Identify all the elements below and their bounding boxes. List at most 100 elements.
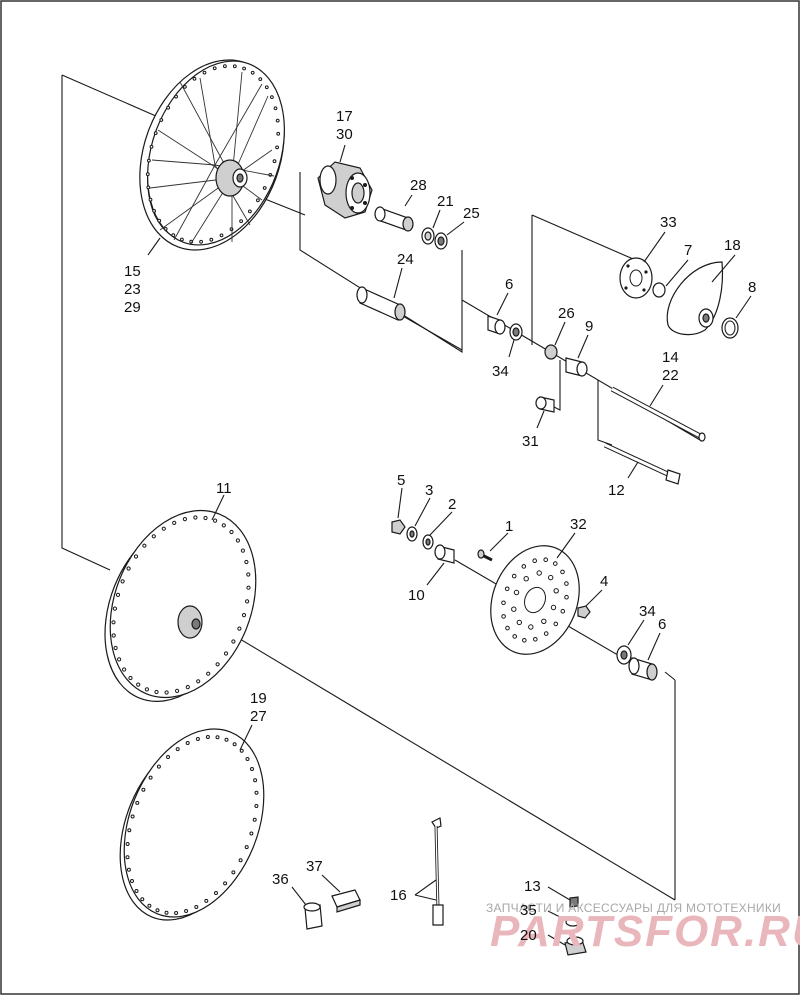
- rim-hole: [246, 585, 251, 590]
- rim-hole: [231, 870, 236, 875]
- rim-hole: [239, 748, 244, 753]
- rim-hole: [144, 687, 149, 692]
- rim-hole: [174, 94, 179, 99]
- label-12: 12: [608, 482, 625, 499]
- label-24: 24: [397, 251, 414, 268]
- cast-wheel: [104, 509, 257, 702]
- rim-hole: [214, 891, 218, 895]
- rim-hole: [246, 572, 251, 577]
- part-33-plate: [619, 257, 653, 299]
- rim-hole: [250, 767, 254, 771]
- part-20-valve: [564, 936, 587, 956]
- rim-hole: [193, 515, 198, 520]
- rim-hole: [262, 186, 267, 190]
- rim-hole: [245, 757, 250, 761]
- label-20: 20: [520, 927, 537, 944]
- rim-hole: [175, 688, 180, 694]
- rim-hole: [194, 905, 199, 909]
- rim-hole: [275, 118, 280, 123]
- rim-hole: [276, 131, 281, 136]
- rim-hole: [152, 209, 157, 213]
- part-7-ring: [652, 282, 666, 298]
- label-29: 29: [124, 299, 141, 316]
- rim-hole: [166, 105, 171, 110]
- rim-hole: [505, 625, 510, 631]
- rim-hole: [244, 559, 249, 565]
- rim-hole: [241, 613, 247, 618]
- rim-hole: [242, 66, 247, 71]
- label-22: 22: [662, 367, 679, 384]
- rim-hole: [147, 903, 152, 908]
- part-18-cover: [666, 261, 724, 336]
- rim-hole: [273, 106, 278, 111]
- rim-hole: [130, 879, 134, 883]
- part-1-bolt: [477, 549, 493, 562]
- part-36-nipple: [303, 902, 323, 930]
- rim-hole: [115, 592, 121, 598]
- rim-hole: [516, 619, 522, 626]
- rim-hole: [229, 227, 234, 232]
- label-37: 37: [306, 858, 323, 875]
- label-3: 3: [425, 482, 433, 499]
- rim-hole: [202, 70, 207, 75]
- part-32-brake-disc: [490, 545, 580, 655]
- label-17: 17: [336, 108, 353, 125]
- rim-hole: [148, 775, 153, 780]
- rim-hole: [244, 845, 249, 850]
- rim-hole: [564, 581, 569, 586]
- rim-hole: [231, 639, 236, 644]
- rim-hole: [229, 529, 234, 535]
- rim-hole: [141, 787, 146, 792]
- rim-hole: [142, 543, 147, 548]
- part-14-axle: [610, 386, 706, 442]
- rim-hole: [111, 633, 116, 638]
- label-1: 1: [505, 518, 513, 535]
- part-4-nut: [577, 605, 591, 619]
- rim-hole: [149, 144, 154, 149]
- rim-hole: [136, 682, 141, 687]
- rim-hole: [249, 831, 254, 836]
- rim-hole: [258, 77, 263, 81]
- rim-hole: [120, 579, 125, 584]
- label-8: 8: [748, 279, 756, 296]
- rim-hole: [183, 85, 187, 89]
- rim-hole: [536, 570, 542, 576]
- rim-hole: [175, 747, 180, 752]
- rim-hole: [155, 908, 160, 913]
- label-35: 35: [520, 902, 537, 919]
- part-12-bolt: [603, 442, 681, 485]
- rim-hole: [252, 817, 257, 822]
- rim-hole: [264, 85, 269, 90]
- watermark-logo: PARTSFOR.RU: [490, 907, 800, 956]
- rim-hole: [533, 637, 538, 642]
- rim-hole: [501, 600, 506, 606]
- rim-hole: [232, 64, 237, 69]
- rim-hole: [223, 64, 227, 69]
- rim-hole: [111, 620, 116, 625]
- rim-hole: [512, 634, 518, 639]
- rim-hole: [125, 855, 130, 860]
- rim-hole: [215, 662, 220, 667]
- label-34-bottom: 34: [639, 603, 656, 620]
- rim-hole: [163, 227, 168, 231]
- rim-hole: [239, 219, 244, 224]
- watermark-tagline: ЗАПЧАСТИ И АКСЕССУАРЫ ДЛЯ МОТОТЕХНИКИ: [486, 901, 781, 915]
- rim-hole: [224, 737, 229, 742]
- rim-hole: [237, 626, 242, 631]
- rim-hole: [543, 557, 549, 563]
- rim-hole: [122, 667, 127, 672]
- rim-hole: [215, 735, 220, 740]
- rim-hole: [548, 574, 554, 581]
- label-2: 2: [448, 496, 456, 513]
- rim-hole: [550, 604, 557, 611]
- label-11: 11: [216, 480, 232, 497]
- rim-hole: [130, 814, 135, 819]
- rim-hole: [166, 755, 170, 759]
- rim-hole: [126, 867, 131, 872]
- rim-hole: [275, 145, 280, 150]
- label-19: 19: [250, 690, 267, 707]
- rim-hole: [145, 172, 150, 177]
- part-35-washer: [565, 917, 581, 927]
